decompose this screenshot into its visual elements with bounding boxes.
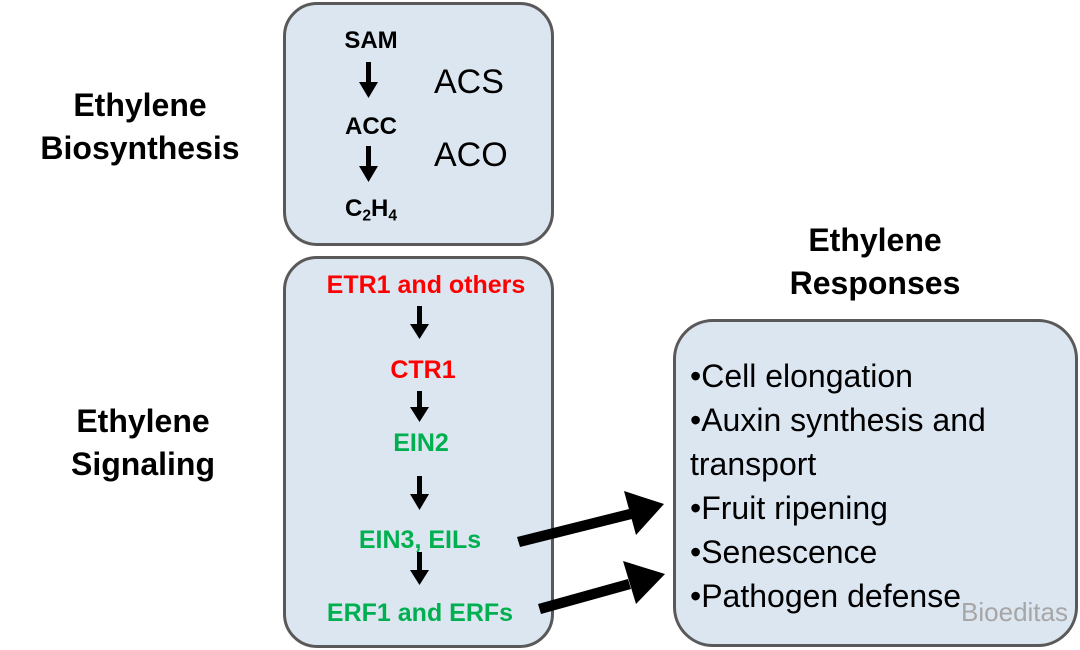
signaling-label: Ethylene Signaling (33, 400, 253, 486)
responses-box: •Cell elongation •Auxin synthesis and tr… (673, 319, 1078, 647)
responses-label: Ethylene Responses (760, 219, 990, 305)
ethylene-h: H (371, 195, 389, 222)
erf1-node: ERF1 and ERFs (326, 599, 514, 627)
arrow-ein2-to-ein3 (410, 476, 429, 510)
arrow-ctr1-to-ein2 (410, 391, 429, 422)
watermark: Bioeditas (961, 597, 1068, 627)
ein2-node: EIN2 (393, 429, 449, 457)
responses-label-line-2: Responses (789, 265, 961, 301)
biosynthesis-label-line-2: Biosynthesis (40, 130, 240, 166)
etr1-node: ETR1 and others (326, 271, 526, 299)
signaling-label-line-2: Signaling (71, 446, 215, 482)
response-auxin-transport: transport (690, 446, 817, 482)
acc-node: ACC (345, 113, 397, 140)
arrow-etr1-to-ctr1 (410, 306, 429, 339)
arrow-acc-to-c2h4 (359, 146, 378, 182)
ctr1-node: CTR1 (390, 356, 456, 384)
acs-enzyme-label: ACS (434, 63, 504, 101)
ethylene-node: C2H4 (345, 195, 397, 226)
aco-enzyme-label: ACO (434, 136, 508, 174)
responses-list: •Cell elongation •Auxin synthesis and tr… (690, 354, 986, 618)
sam-node: SAM (344, 27, 398, 54)
arrow-ein3-to-responses (517, 491, 664, 547)
response-fruit-ripening: •Fruit ripening (690, 490, 888, 526)
arrow-ein3-to-erf1 (410, 552, 429, 585)
signaling-label-line-1: Ethylene (76, 403, 210, 439)
ethylene-c: C (344, 195, 363, 222)
response-senescence: •Senescence (690, 534, 878, 570)
ethylene-c-sub: 2 (362, 207, 371, 225)
response-cell-elongation: •Cell elongation (690, 358, 913, 394)
biosynthesis-box: SAM ACC C2H4 ACS ACO (283, 2, 554, 246)
arrow-erf1-to-responses (538, 561, 665, 614)
response-auxin-synthesis: •Auxin synthesis and (690, 402, 986, 438)
arrow-sam-to-acc (359, 62, 378, 98)
ein3-eils-node: EIN3, EILs (358, 526, 482, 554)
response-pathogen-defense: •Pathogen defense (690, 578, 961, 614)
ethylene-h-sub: 4 (388, 207, 398, 225)
biosynthesis-label: Ethylene Biosynthesis (20, 84, 260, 170)
biosynthesis-label-line-1: Ethylene (73, 87, 207, 123)
responses-label-line-1: Ethylene (808, 222, 942, 258)
